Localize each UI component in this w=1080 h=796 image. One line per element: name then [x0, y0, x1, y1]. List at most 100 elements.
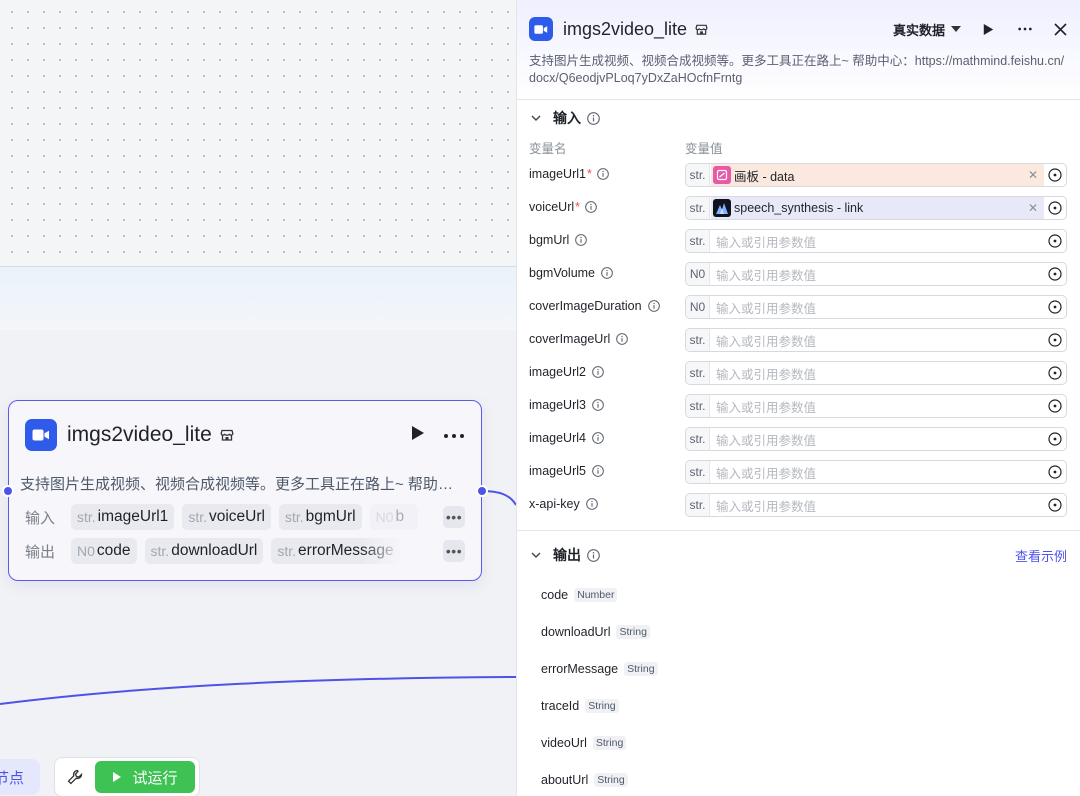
param-name: imageUrl1* [529, 167, 609, 181]
param-value-field[interactable]: str.画板 - data✕ [685, 163, 1067, 187]
param-row: x-api-key str.输入或引用参数值 [529, 493, 1067, 519]
target-icon[interactable] [1044, 366, 1066, 380]
workflow-node-imgs2video[interactable]: imgs2video_lite 支持图片生成视频、视频合成视频等。更多工具正在路… [2, 400, 488, 581]
real-data-dropdown[interactable]: 真实数据 [893, 20, 961, 39]
info-icon[interactable] [587, 111, 600, 125]
output-name: traceId [541, 699, 580, 713]
play-icon[interactable] [411, 425, 425, 446]
view-example-link[interactable]: 查看示例 [1014, 548, 1067, 564]
more-icon[interactable] [443, 426, 465, 444]
target-icon[interactable] [1044, 498, 1066, 512]
more-icon[interactable] [1016, 27, 1034, 31]
remove-reference-icon[interactable]: ✕ [1027, 168, 1038, 182]
input-label: 输入 [25, 509, 56, 527]
param-value-field[interactable]: str.输入或引用参数值 [685, 361, 1067, 385]
param-value-field[interactable]: N0 输入或引用参数值 [685, 295, 1067, 319]
target-icon[interactable] [1044, 168, 1066, 182]
param-value-field[interactable]: str. 输入或引用参数值 [685, 427, 1067, 451]
info-icon[interactable] [616, 333, 629, 345]
required-marker: * [586, 167, 592, 181]
target-icon[interactable] [1044, 399, 1066, 413]
input-section-title: 输入 [553, 110, 581, 126]
info-icon[interactable] [592, 366, 604, 378]
output-type-badge: String [592, 736, 627, 750]
output-name: videoUrl [541, 736, 587, 750]
type-tag: N0 [686, 263, 710, 285]
target-icon[interactable] [1044, 465, 1066, 479]
info-icon[interactable] [601, 267, 613, 279]
canvas-band [0, 266, 516, 330]
param-value-field[interactable]: str.speech_synthesis - link✕ [685, 196, 1067, 220]
info-icon[interactable] [587, 548, 600, 562]
output-type-badge: Number [574, 588, 618, 602]
add-node-button[interactable]: 节点 [0, 759, 40, 795]
target-icon[interactable] [1044, 333, 1066, 347]
param-value-input[interactable]: 输入或引用参数值 [716, 433, 817, 448]
video-camera-icon [25, 419, 57, 451]
param-name: imageUrl2 [529, 365, 604, 379]
param-value-field[interactable]: N0 输入或引用参数值 [685, 262, 1067, 286]
param-value-input[interactable]: 输入或引用参数值 [716, 499, 817, 514]
test-run-button[interactable]: 试运行 [95, 761, 195, 793]
param-value-input[interactable]: 输入或引用参数值 [716, 235, 817, 250]
info-icon[interactable] [647, 300, 660, 312]
type-tag: str. [686, 428, 710, 450]
target-icon[interactable] [1044, 300, 1066, 314]
info-icon[interactable] [575, 234, 588, 246]
play-icon [113, 772, 122, 782]
info-icon[interactable] [585, 201, 597, 213]
more-outputs-button[interactable]: ••• [443, 540, 465, 562]
dotted-canvas-area [0, 0, 516, 266]
info-icon[interactable] [596, 168, 609, 180]
target-icon[interactable] [1044, 234, 1066, 248]
info-icon[interactable] [585, 498, 598, 510]
type-tag: N0 [686, 296, 710, 318]
info-icon[interactable] [592, 432, 604, 444]
param-value-input[interactable]: 输入或引用参数值 [716, 466, 817, 481]
param-name: voiceUrl* [529, 200, 597, 214]
required-marker: * [575, 200, 581, 214]
output-label: 输出 [25, 543, 56, 561]
input-chip: str.imageUrl1 [71, 504, 175, 530]
param-name: x-api-key [529, 497, 598, 511]
node-output-port[interactable] [476, 485, 488, 497]
param-value-input[interactable]: 输入或引用参数值 [716, 268, 817, 283]
caret-down-icon [951, 26, 961, 32]
input-section-header[interactable]: 输入 [531, 108, 1067, 128]
reference-tag[interactable]: speech_synthesis - link✕ [711, 197, 1044, 219]
param-value-field[interactable]: str.输入或引用参数值 [685, 460, 1067, 484]
output-type-badge: String [585, 699, 619, 713]
output-section-header[interactable]: 输出 查看示例 [531, 545, 1067, 565]
more-inputs-button[interactable]: ••• [443, 506, 465, 528]
close-icon[interactable] [1054, 22, 1067, 36]
target-icon[interactable] [1044, 432, 1066, 446]
connection-lines [0, 490, 516, 705]
target-icon[interactable] [1044, 201, 1066, 215]
reference-tag[interactable]: 画板 - data✕ [711, 164, 1044, 186]
param-value-input[interactable]: 输入或引用参数值 [716, 367, 817, 382]
param-value-field[interactable]: str.输入或引用参数值 [685, 493, 1067, 517]
node-description: 支持图片生成视频、视频合成视频等。更多工具正在路上~ 帮助中心：https://… [20, 476, 464, 493]
output-name: errorMessage [541, 662, 619, 676]
node-input-port[interactable] [2, 485, 14, 497]
play-icon[interactable] [983, 23, 994, 36]
param-value-field[interactable]: str.输入或引用参数值 [685, 229, 1067, 253]
remove-reference-icon[interactable]: ✕ [1027, 201, 1038, 215]
info-icon[interactable] [592, 399, 604, 411]
target-icon[interactable] [1044, 267, 1066, 281]
param-value-input[interactable]: 输入或引用参数值 [716, 400, 817, 415]
wrench-icon[interactable] [55, 758, 95, 796]
param-value-field[interactable]: str.输入或引用参数值 [685, 328, 1067, 352]
workflow-canvas[interactable]: imgs2video_lite 支持图片生成视频、视频合成视频等。更多工具正在路… [0, 0, 516, 796]
speech-synthesis-icon [713, 199, 731, 217]
param-value-input[interactable]: 输入或引用参数值 [716, 334, 817, 349]
param-value-input[interactable]: 输入或引用参数值 [716, 301, 817, 316]
info-icon[interactable] [592, 465, 604, 477]
param-value-field[interactable]: str.输入或引用参数值 [685, 394, 1067, 418]
